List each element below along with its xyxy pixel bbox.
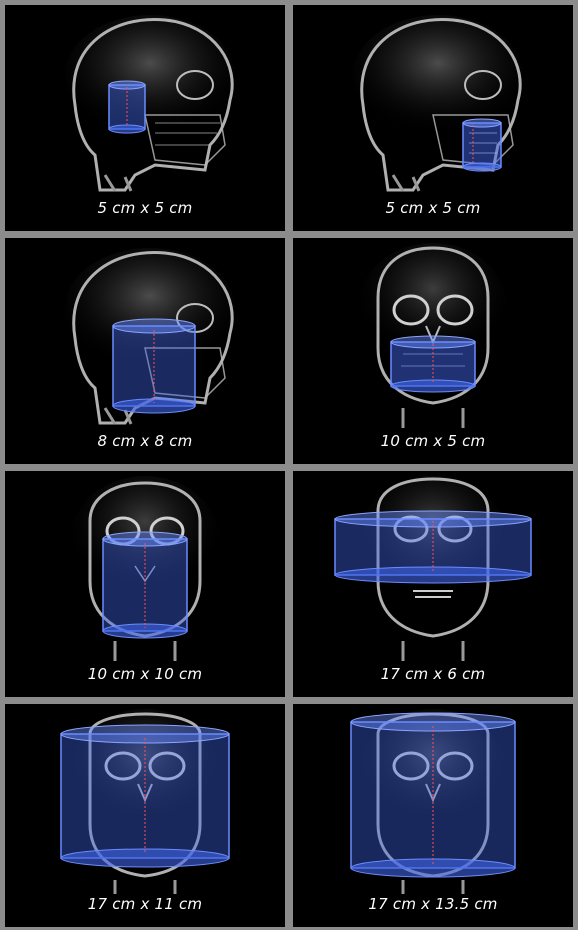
- skull-side-illustration: [293, 5, 573, 195]
- skull-front-illustration: [293, 704, 573, 894]
- fov-cylinder: [391, 336, 475, 392]
- fov-caption: 17 cm x 13.5 cm: [293, 895, 573, 913]
- fov-caption: 10 cm x 5 cm: [293, 432, 573, 450]
- fov-caption: 17 cm x 11 cm: [5, 895, 285, 913]
- fov-cylinder: [351, 713, 515, 877]
- skull-side-illustration: [5, 238, 285, 428]
- skull-front-illustration: [5, 471, 285, 661]
- fov-caption: 8 cm x 8 cm: [5, 432, 285, 450]
- skull-front-illustration: [5, 704, 285, 894]
- fov-caption: 10 cm x 10 cm: [5, 665, 285, 683]
- fov-caption: 17 cm x 6 cm: [293, 665, 573, 683]
- fov-caption: 5 cm x 5 cm: [5, 199, 285, 217]
- skull-front-illustration: [293, 238, 573, 428]
- fov-cylinder: [103, 532, 187, 638]
- fov-cylinder: [335, 511, 531, 583]
- fov-cylinder: [109, 81, 145, 133]
- fov-panel: 17 cm x 11 cm: [5, 704, 285, 927]
- fov-caption: 5 cm x 5 cm: [293, 199, 573, 217]
- fov-panel: 8 cm x 8 cm: [5, 238, 285, 464]
- skull-side-illustration: [5, 5, 285, 195]
- fov-panel: 10 cm x 5 cm: [293, 238, 573, 464]
- fov-panel: 10 cm x 10 cm: [5, 471, 285, 697]
- fov-cylinder: [61, 725, 229, 867]
- skull-front-illustration: [293, 471, 573, 661]
- fov-cylinder: [113, 319, 195, 413]
- fov-panel: 5 cm x 5 cm: [5, 5, 285, 231]
- fov-cylinder: [463, 119, 501, 171]
- fov-panel: 5 cm x 5 cm: [293, 5, 573, 231]
- fov-panel: 17 cm x 6 cm: [293, 471, 573, 697]
- fov-panel: 17 cm x 13.5 cm: [293, 704, 573, 927]
